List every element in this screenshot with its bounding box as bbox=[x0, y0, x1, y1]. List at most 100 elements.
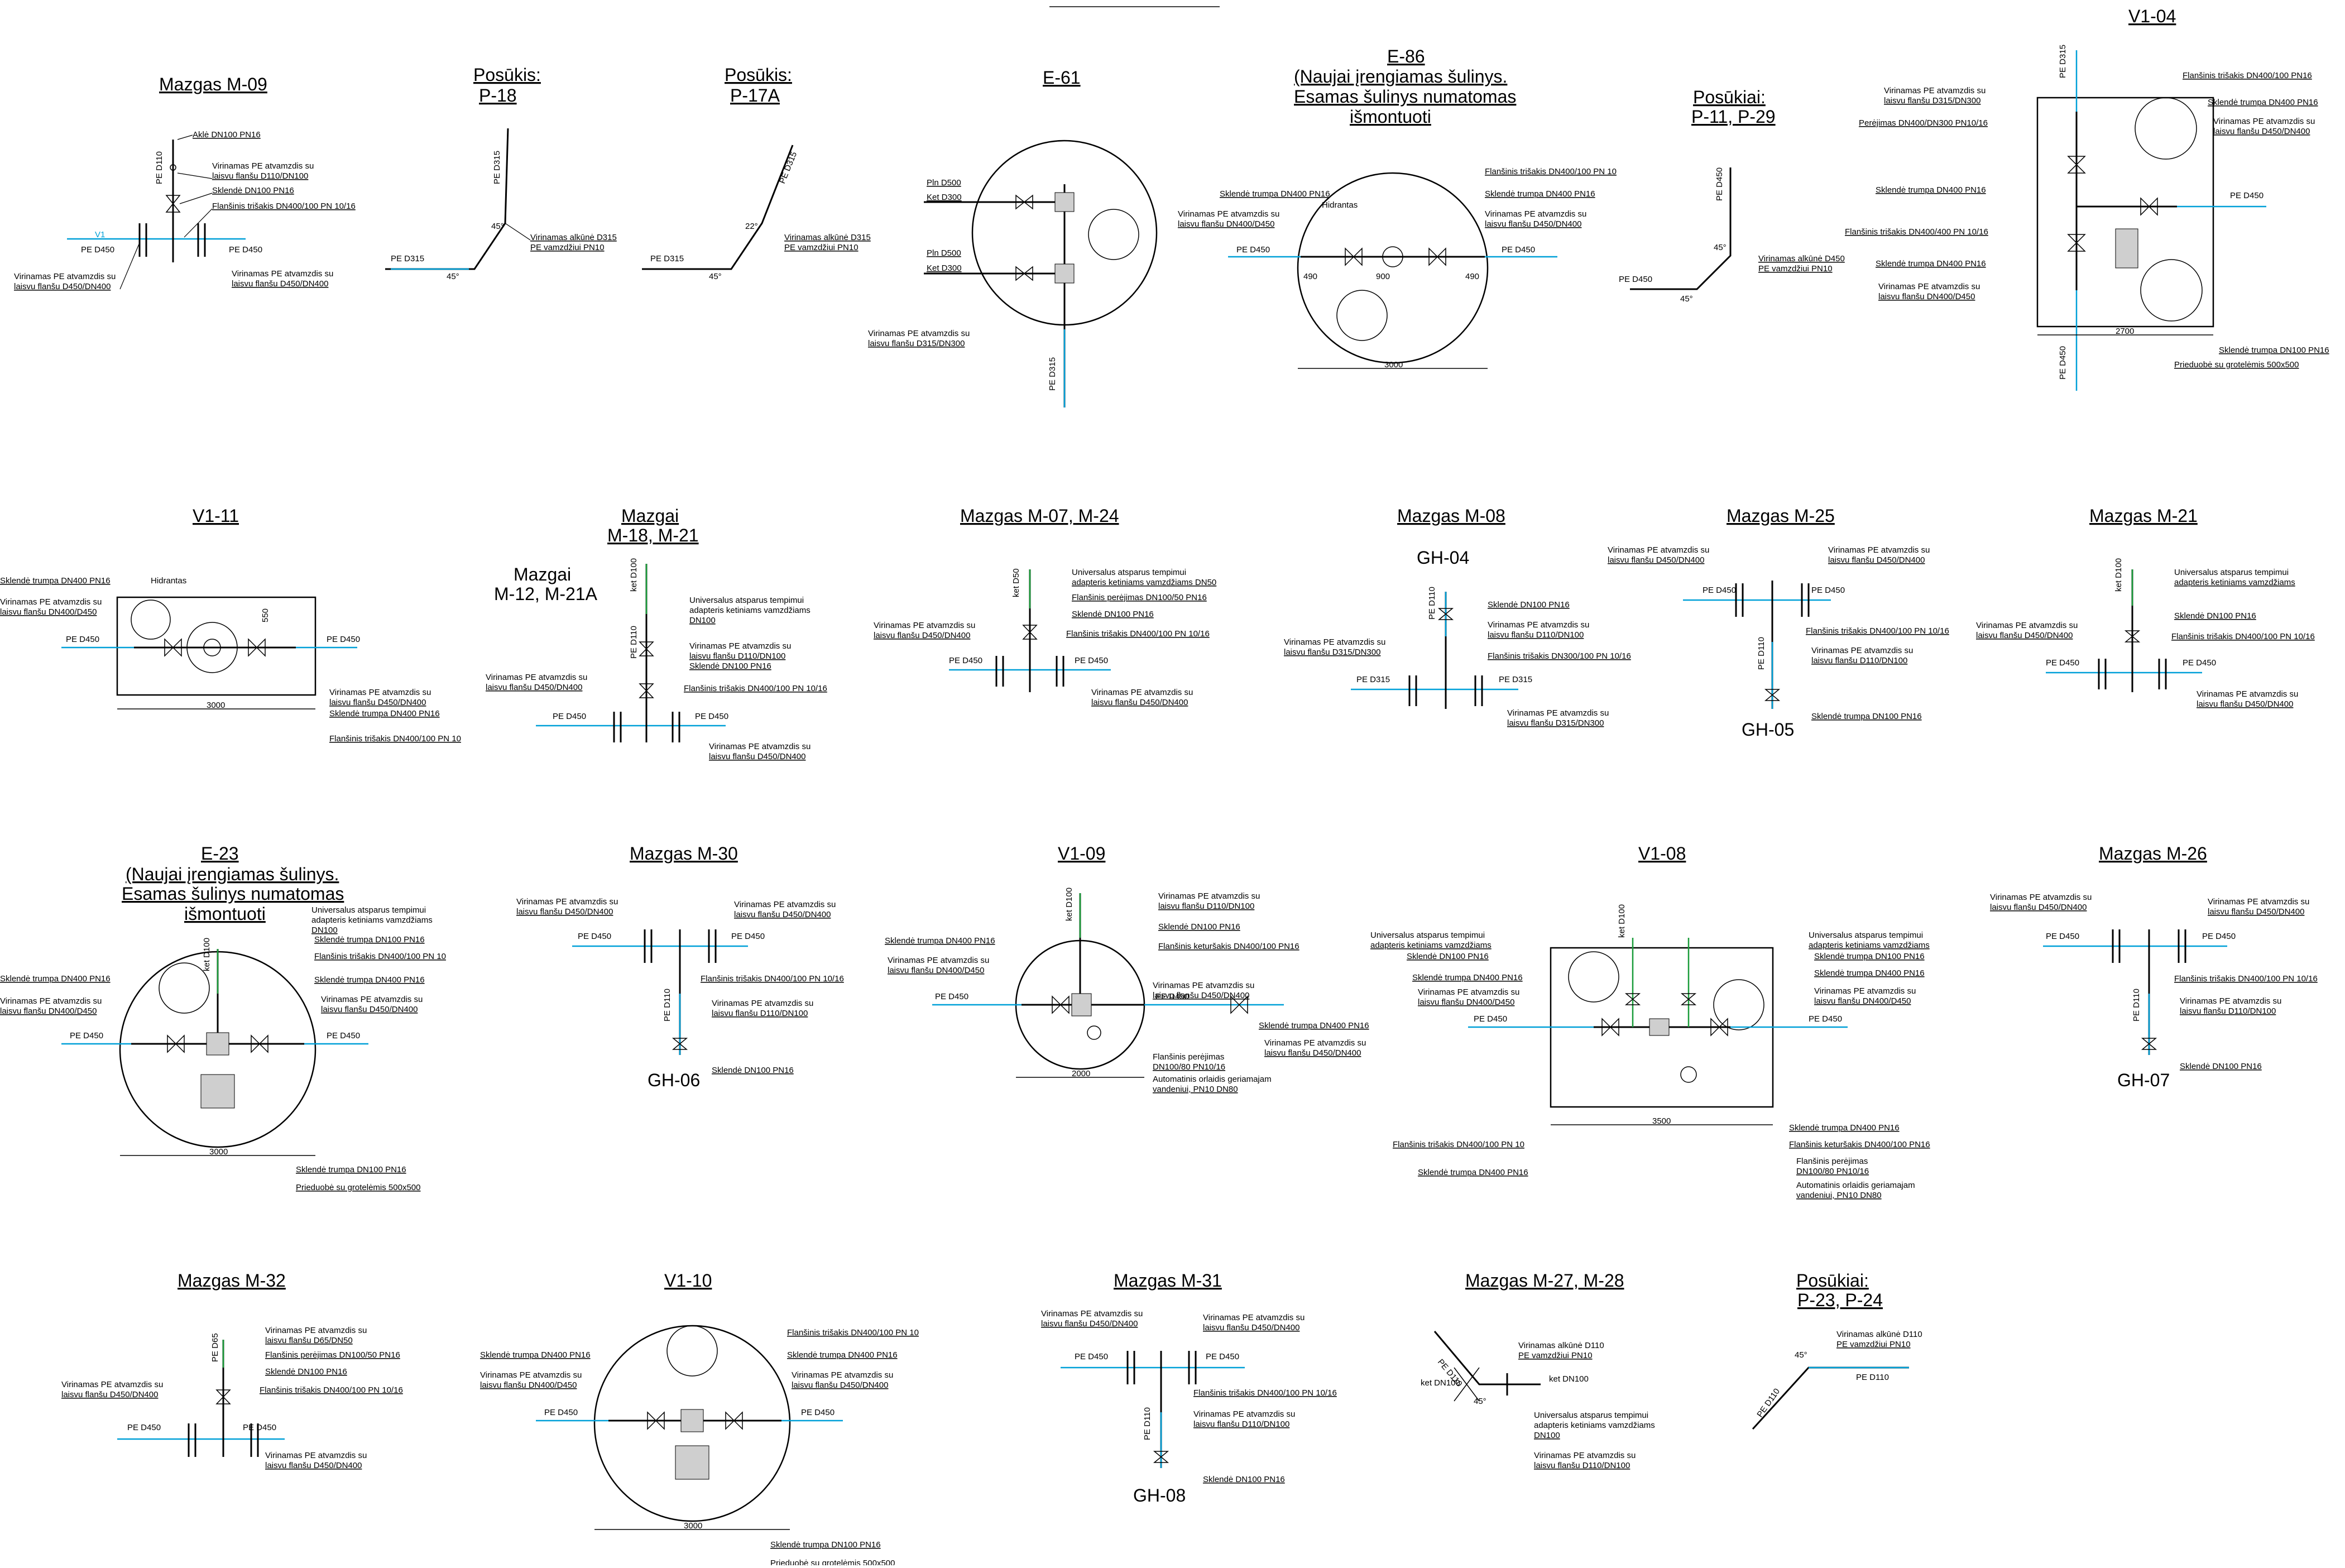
svg-text:laisvu flanšu D110/DN100: laisvu flanšu D110/DN100 bbox=[1158, 902, 1254, 911]
svg-text:laisvu flanšu D110/DN100: laisvu flanšu D110/DN100 bbox=[689, 651, 785, 661]
svg-text:Virinamas PE atvamzdis su: Virinamas PE atvamzdis su bbox=[1193, 1409, 1295, 1419]
svg-text:(Naujai įrengiamas šulinys.: (Naujai įrengiamas šulinys. bbox=[1294, 66, 1507, 87]
svg-text:DN100/80 PN10/16: DN100/80 PN10/16 bbox=[1796, 1167, 1869, 1176]
svg-text:PE vamzdžiui PN10: PE vamzdžiui PN10 bbox=[1758, 264, 1833, 274]
svg-text:45°: 45° bbox=[491, 222, 504, 231]
svg-text:ket D100: ket D100 bbox=[202, 938, 212, 971]
svg-text:PE D450: PE D450 bbox=[70, 1031, 103, 1040]
svg-text:Posūkiai:: Posūkiai: bbox=[1796, 1270, 1869, 1291]
node-m21: Mazgas M-21 ket D100 PE D450 PE D450 Uni… bbox=[1976, 506, 2315, 709]
svg-text:Mazgai: Mazgai bbox=[621, 506, 679, 526]
svg-text:Automatinis orlaidis geriamaja: Automatinis orlaidis geriamajam bbox=[1153, 1075, 1272, 1084]
svg-text:PE D315: PE D315 bbox=[1499, 675, 1532, 684]
svg-text:Virinamas PE atvamzdis su: Virinamas PE atvamzdis su bbox=[14, 272, 116, 281]
svg-text:laisvu flanšu D450/DN400: laisvu flanšu D450/DN400 bbox=[874, 631, 970, 640]
svg-text:490: 490 bbox=[1465, 272, 1479, 281]
svg-text:3000: 3000 bbox=[209, 1147, 228, 1157]
svg-text:laisvu flanšu DN400/D450: laisvu flanšu DN400/D450 bbox=[1814, 996, 1911, 1006]
svg-text:laisvu flanšu D450/DN400: laisvu flanšu D450/DN400 bbox=[2197, 699, 2293, 709]
svg-text:Virinamas PE atvamzdis su: Virinamas PE atvamzdis su bbox=[265, 1451, 367, 1460]
svg-text:Virinamas PE atvamzdis su: Virinamas PE atvamzdis su bbox=[734, 900, 836, 909]
title-m09: Mazgas M-09 bbox=[159, 74, 267, 94]
svg-text:Virinamas PE atvamzdis su: Virinamas PE atvamzdis su bbox=[321, 995, 423, 1004]
svg-text:Flanšinis trišakis DN400/100 P: Flanšinis trišakis DN400/100 PN 10/16 bbox=[1066, 629, 1210, 639]
svg-text:Virinamas PE atvamzdis su: Virinamas PE atvamzdis su bbox=[1814, 986, 1916, 996]
svg-text:Flanšinis trišakis DN400/100 P: Flanšinis trišakis DN400/100 PN16 bbox=[2183, 71, 2312, 80]
svg-text:laisvu flanšu D450/DN400: laisvu flanšu D450/DN400 bbox=[1828, 555, 1925, 565]
well-v108: V1-08 ket D100 PE D450 PE D450 Universal… bbox=[1370, 843, 1930, 1200]
svg-text:laisvu flanšu D450/DN400: laisvu flanšu D450/DN400 bbox=[14, 282, 111, 291]
svg-text:Virinamas PE atvamzdis su: Virinamas PE atvamzdis su bbox=[1811, 646, 1913, 655]
svg-text:PE vamzdžiui PN10: PE vamzdžiui PN10 bbox=[784, 243, 859, 252]
svg-text:laisvu flanšu D450/DN400: laisvu flanšu D450/DN400 bbox=[1153, 991, 1249, 1000]
svg-text:Virinamas PE atvamzdis su: Virinamas PE atvamzdis su bbox=[1534, 1451, 1636, 1460]
svg-text:PE D110: PE D110 bbox=[1757, 637, 1766, 670]
svg-text:Sklendė trumpa DN100 PN16: Sklendė trumpa DN100 PN16 bbox=[770, 1540, 881, 1550]
svg-text:Sklendė trumpa DN400 PN16: Sklendė trumpa DN400 PN16 bbox=[1485, 189, 1595, 199]
svg-text:laisvu flanšu D315/DN300: laisvu flanšu D315/DN300 bbox=[1284, 648, 1380, 657]
svg-text:Virinamas alkūnė D110: Virinamas alkūnė D110 bbox=[1518, 1341, 1604, 1350]
svg-text:Flanšinis perėjimas DN100/50 P: Flanšinis perėjimas DN100/50 PN16 bbox=[1072, 593, 1207, 602]
svg-text:Sklendė trumpa DN400 PN16: Sklendė trumpa DN400 PN16 bbox=[1876, 185, 1986, 195]
svg-text:Virinamas PE atvamzdis su: Virinamas PE atvamzdis su bbox=[1507, 708, 1609, 718]
svg-text:Sklendė trumpa DN400 PN16: Sklendė trumpa DN400 PN16 bbox=[1876, 259, 1986, 268]
node-m26: Mazgas M-26 GH-07 PE D450 PE D450 PE D11… bbox=[1990, 843, 2318, 1090]
svg-text:Sklendė trumpa DN400 PN16: Sklendė trumpa DN400 PN16 bbox=[1259, 1021, 1369, 1030]
svg-text:laisvu flanšu D450/DN400: laisvu flanšu D450/DN400 bbox=[1608, 555, 1704, 565]
svg-text:Virinamas PE atvamzdis su: Virinamas PE atvamzdis su bbox=[2213, 117, 2315, 126]
svg-text:Pln D500: Pln D500 bbox=[927, 248, 961, 258]
svg-text:PE D450: PE D450 bbox=[1206, 1352, 1239, 1361]
svg-text:Virinamas PE atvamzdis su: Virinamas PE atvamzdis su bbox=[888, 956, 989, 965]
svg-text:Virinamas PE atvamzdis su: Virinamas PE atvamzdis su bbox=[1041, 1309, 1143, 1318]
svg-text:Virinamas PE atvamzdis su: Virinamas PE atvamzdis su bbox=[1264, 1038, 1366, 1048]
svg-text:Hidrantas: Hidrantas bbox=[1322, 200, 1358, 210]
svg-text:išmontuoti: išmontuoti bbox=[184, 904, 266, 924]
svg-text:Universalus atsparus tempimui: Universalus atsparus tempimui bbox=[311, 905, 426, 915]
hydrant-gh05: GH-05 bbox=[1742, 720, 1794, 740]
svg-text:3000: 3000 bbox=[684, 1521, 702, 1531]
svg-text:P-18: P-18 bbox=[479, 85, 517, 106]
svg-text:Mazgas M-32: Mazgas M-32 bbox=[178, 1270, 286, 1291]
svg-text:adapteris ketiniams vamzdžiams: adapteris ketiniams vamzdžiams bbox=[311, 915, 433, 925]
node-m18: Mazgai M-18, M-21 Mazgai M-12, M-21A ket… bbox=[486, 506, 827, 761]
svg-text:Virinamas PE atvamzdis su: Virinamas PE atvamzdis su bbox=[1284, 637, 1385, 647]
svg-text:Virinamas alkūnė D110: Virinamas alkūnė D110 bbox=[1836, 1330, 1922, 1339]
svg-text:ket D100: ket D100 bbox=[629, 558, 639, 592]
svg-text:PE D450: PE D450 bbox=[2046, 658, 2079, 668]
svg-text:PE D450: PE D450 bbox=[949, 656, 982, 665]
svg-text:E-23: E-23 bbox=[201, 843, 239, 864]
svg-text:45°: 45° bbox=[447, 272, 459, 281]
svg-text:V1-10: V1-10 bbox=[664, 1270, 712, 1291]
svg-text:PE D450: PE D450 bbox=[2058, 346, 2068, 380]
svg-text:PE D450: PE D450 bbox=[327, 1031, 360, 1040]
svg-text:Universalus atsparus tempimui: Universalus atsparus tempimui bbox=[1809, 931, 1923, 940]
svg-text:PE D450: PE D450 bbox=[1809, 1014, 1842, 1024]
svg-text:Virinamas PE atvamzdis su: Virinamas PE atvamzdis su bbox=[1418, 987, 1519, 997]
svg-text:laisvu flanšu D110/DN100: laisvu flanšu D110/DN100 bbox=[2180, 1006, 2276, 1016]
svg-text:PE D450: PE D450 bbox=[1811, 586, 1845, 595]
svg-text:Virinamas PE atvamzdis su: Virinamas PE atvamzdis su bbox=[486, 673, 587, 682]
node-m32: Mazgas M-32 PE D65 PE D450 PE D450 Virin… bbox=[61, 1270, 403, 1470]
svg-text:PE D450: PE D450 bbox=[731, 932, 765, 941]
svg-text:PE D450: PE D450 bbox=[2202, 932, 2236, 941]
svg-text:PE D110: PE D110 bbox=[663, 989, 672, 1022]
svg-text:Ket D300: Ket D300 bbox=[927, 263, 962, 273]
svg-text:PE D65: PE D65 bbox=[210, 1333, 220, 1362]
svg-text:PE D315: PE D315 bbox=[1048, 357, 1057, 391]
svg-text:Virinamas PE atvamzdis su: Virinamas PE atvamzdis su bbox=[212, 161, 314, 171]
node-m27: Mazgas M-27, M-28 PE D110 ket DN100 45° … bbox=[1421, 1270, 1655, 1470]
svg-text:Virinamas PE atvamzdis su: Virinamas PE atvamzdis su bbox=[0, 597, 102, 607]
svg-text:laisvu flanšu D450/DN400: laisvu flanšu D450/DN400 bbox=[2213, 127, 2310, 136]
svg-text:45°: 45° bbox=[1714, 243, 1727, 252]
svg-text:PE D450: PE D450 bbox=[1236, 245, 1270, 255]
svg-text:Virinamas PE atvamzdis su: Virinamas PE atvamzdis su bbox=[1158, 891, 1260, 901]
svg-text:Sklendė DN100 PN16: Sklendė DN100 PN16 bbox=[265, 1367, 347, 1377]
svg-text:Sklendė trumpa DN400 PN16: Sklendė trumpa DN400 PN16 bbox=[0, 974, 111, 984]
svg-text:PE D315: PE D315 bbox=[2058, 45, 2068, 78]
svg-text:PE D450: PE D450 bbox=[66, 635, 99, 644]
svg-text:Virinamas PE atvamzdis su: Virinamas PE atvamzdis su bbox=[874, 621, 975, 630]
node-m25: Mazgas M-25 GH-05 PE D450 PE D450 PE D11… bbox=[1608, 506, 1949, 740]
svg-text:PE D110: PE D110 bbox=[1427, 587, 1437, 620]
svg-text:laisvu flanšu D315/DN300: laisvu flanšu D315/DN300 bbox=[1507, 718, 1604, 728]
